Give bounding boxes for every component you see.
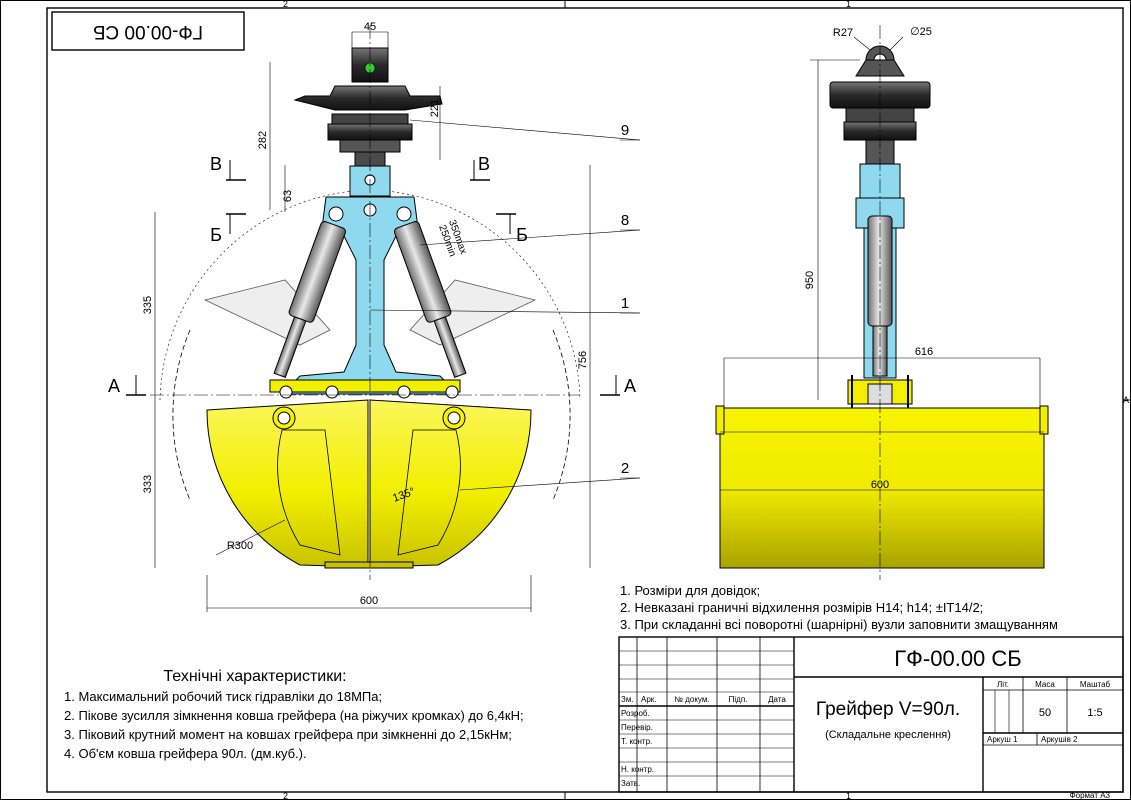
section-label: А: [108, 376, 120, 396]
section-label: А: [624, 376, 636, 396]
role-label: Перевір.: [621, 723, 653, 732]
front-dimensions: [126, 31, 641, 612]
spec-line: 4. Об'єм ковша грейфера 90л. (дм.куб.).: [64, 746, 307, 761]
callout-number: 9: [621, 122, 629, 139]
note-line: 1. Розміри для довідок;: [620, 583, 760, 598]
section-label: Б: [210, 225, 222, 245]
zone-label: 2: [283, 0, 288, 9]
dim-label: 221: [429, 99, 441, 117]
dim-label: R300: [227, 540, 253, 552]
callout-number: 2: [621, 460, 629, 477]
dim-label: 335: [142, 296, 154, 314]
dim-label: ∅25: [910, 26, 932, 38]
specs-title: Технічні характеристики:: [163, 668, 346, 685]
zone-label: 1: [846, 0, 851, 9]
role-label: Затв.: [621, 779, 640, 788]
rotated-stamp: ГФ-00.00 СБ: [51, 11, 245, 51]
mass-label: Маса: [1035, 680, 1055, 689]
dim-label: 756: [577, 351, 589, 369]
col-header: Зм.: [621, 695, 634, 704]
drawing-subtitle: (Складальне креслення): [825, 729, 951, 741]
callout-number: 1: [621, 295, 629, 312]
dim-label: R27: [833, 27, 853, 39]
dim-label: 333: [142, 475, 154, 493]
drawing-designation: ГФ-00.00 СБ: [894, 646, 1021, 671]
format-label: Формат А3: [1070, 791, 1111, 800]
sheet-number: Аркуш 1: [987, 735, 1018, 744]
dim-label: 282: [257, 131, 269, 149]
spec-line: 1. Максимальний робочий тиск гідравліки …: [64, 689, 382, 704]
role-label: Розроб.: [621, 709, 650, 718]
spec-line: 3. Піковий крутний момент на ковшах грей…: [64, 727, 512, 742]
section-label: Б: [516, 225, 528, 245]
section-label: В: [210, 154, 222, 174]
dim-label: 350max250min: [436, 219, 469, 260]
role-label: Т. контр.: [621, 737, 652, 746]
lit-label: Літ.: [997, 680, 1009, 689]
dim-label: 950: [804, 271, 816, 289]
front-view: [150, 25, 581, 580]
zone-label: 1: [846, 791, 851, 800]
note-line: 3. При складанні всі поворотні (шарнірні…: [620, 617, 1058, 632]
scale-label: Маштаб: [1080, 680, 1111, 689]
col-header: Підп.: [729, 695, 748, 704]
dim-label: 600: [871, 479, 889, 491]
col-header: Дата: [768, 695, 786, 704]
dim-label: 600: [360, 595, 378, 607]
side-dimensions: [720, 36, 1044, 491]
stamp-text: ГФ-00.00 СБ: [93, 21, 203, 42]
col-header: Арк.: [641, 695, 657, 704]
zone-label: A: [1123, 395, 1129, 405]
dim-label: 45: [364, 21, 376, 33]
section-label: В: [478, 154, 490, 174]
zone-label: 2: [283, 791, 288, 800]
mass-value: 50: [1039, 707, 1051, 719]
col-header: № докум.: [674, 695, 709, 704]
title-block: [618, 636, 1124, 793]
callout-number: 8: [621, 212, 629, 229]
role-label: Н. контр.: [621, 765, 654, 774]
drawing-name: Грейфер V=90л.: [816, 699, 960, 720]
dim-label: 616: [915, 346, 933, 358]
spec-line: 2. Пікове зусилля зімкнення ковша грейфе…: [64, 708, 524, 723]
note-line: 2. Невказані граничні відхилення розмірі…: [620, 600, 983, 615]
dim-label: 63: [282, 190, 294, 202]
side-view: [715, 25, 1049, 580]
scale-value: 1:5: [1087, 707, 1102, 719]
sheet-count: Аркушів 2: [1041, 735, 1078, 744]
